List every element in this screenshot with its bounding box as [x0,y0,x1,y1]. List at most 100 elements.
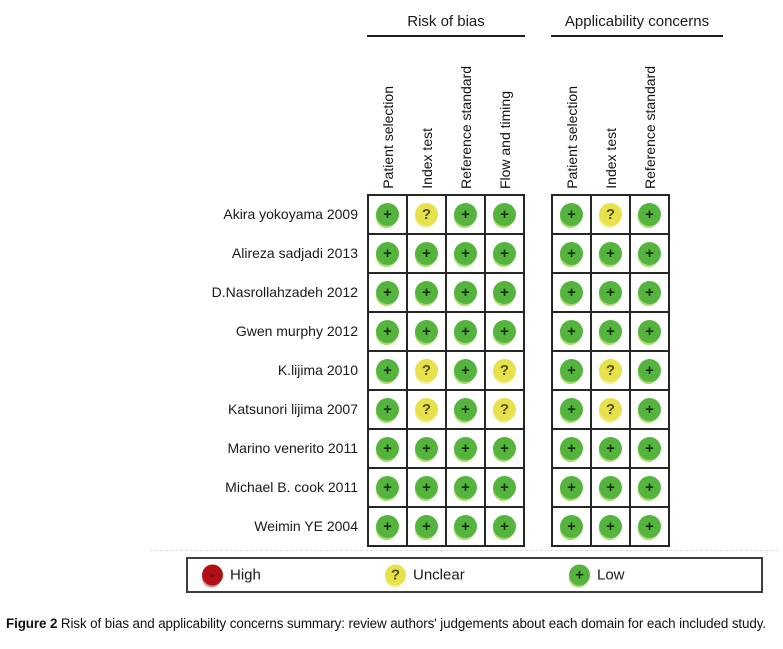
legend-item-high: -High [202,564,261,586]
low-judgement-icon: + [638,398,661,421]
low-judgement-icon: + [376,476,399,499]
low-judgement-icon: + [415,320,438,343]
judgement-cell-low: + [446,273,485,312]
low-judgement-icon: + [376,437,399,460]
judgement-cell-low: + [552,507,591,546]
legend: -High?Unclear+Low [186,557,763,593]
judgement-cell-low: + [368,312,407,351]
judgement-cell-low: + [552,468,591,507]
low-judgement-icon: + [376,398,399,421]
study-label: Michael B. cook 2011 [225,479,358,495]
judgement-cell-low: + [630,273,669,312]
column-header-index-test: Index test [418,128,435,189]
low-judgement-icon: + [599,515,622,538]
low-judgement-icon: + [638,515,661,538]
judgement-cell-low: + [446,429,485,468]
low-judgement-icon: + [493,281,516,304]
low-judgement-icon: + [560,476,583,499]
high-judgement-icon: - [202,564,223,586]
low-judgement-icon: + [454,281,477,304]
judgement-cell-low: + [630,429,669,468]
study-label: D.Nasrollahzadeh 2012 [211,284,358,300]
low-judgement-icon: + [415,281,438,304]
legend-label: High [230,566,261,584]
judgement-cell-low: + [630,507,669,546]
judgement-cell-low: + [446,468,485,507]
judgement-cell-low: + [630,195,669,234]
judgement-cell-low: + [485,195,524,234]
judgement-cell-low: + [552,195,591,234]
judgement-cell-unclear: ? [485,390,524,429]
figure-caption: Figure 2 Risk of bias and applicability … [6,616,781,631]
judgement-cell-low: + [630,234,669,273]
low-judgement-icon: + [493,203,516,226]
judgement-cell-low: + [485,468,524,507]
low-judgement-icon: + [569,564,590,586]
judgement-cell-low: + [591,507,630,546]
low-judgement-icon: + [454,203,477,226]
judgement-cell-low: + [552,312,591,351]
legend-label: Unclear [413,566,465,584]
judgement-cell-low: + [591,273,630,312]
judgement-cell-low: + [485,429,524,468]
low-judgement-icon: + [415,437,438,460]
low-judgement-icon: + [638,281,661,304]
judgement-cell-low: + [630,351,669,390]
unclear-judgement-icon: ? [385,564,406,586]
unclear-judgement-icon: ? [599,398,622,421]
study-label: Weimin YE 2004 [254,518,358,534]
judgement-cell-low: + [407,468,446,507]
judgement-cell-low: + [552,273,591,312]
judgement-cell-low: + [368,507,407,546]
judgement-cell-low: + [368,195,407,234]
judgement-cell-low: + [591,312,630,351]
judgement-cell-low: + [368,468,407,507]
judgement-cell-unclear: ? [407,195,446,234]
judgement-cell-low: + [368,390,407,429]
judgement-cell-low: + [407,507,446,546]
study-label: K.lijima 2010 [277,362,358,378]
judgement-cell-low: + [368,273,407,312]
judgement-cell-low: + [407,429,446,468]
judgement-cell-unclear: ? [407,390,446,429]
low-judgement-icon: + [560,398,583,421]
judgement-cell-low: + [485,273,524,312]
low-judgement-icon: + [376,242,399,265]
judgement-cell-low: + [630,390,669,429]
low-judgement-icon: + [638,320,661,343]
low-judgement-icon: + [454,437,477,460]
column-header-flow-and-timing: Flow and timing [496,90,513,189]
low-judgement-icon: + [638,359,661,382]
risk-of-bias-grid: +?+++++++++++++++?+?+?+?++++++++++++ [367,194,525,547]
judgement-cell-low: + [446,507,485,546]
low-judgement-icon: + [560,203,583,226]
study-label: Alireza sadjadi 2013 [231,245,358,261]
low-judgement-icon: + [560,359,583,382]
low-judgement-icon: + [493,437,516,460]
judgement-cell-low: + [368,351,407,390]
judgement-cell-unclear: ? [407,351,446,390]
study-label: Akira yokoyama 2009 [223,206,358,222]
low-judgement-icon: + [454,242,477,265]
figure-caption-text: Risk of bias and applicability concerns … [57,616,766,631]
judgement-cell-low: + [485,507,524,546]
applicability-grid: +?+++++++++++?++?++++++++++ [551,194,670,547]
low-judgement-icon: + [638,437,661,460]
low-judgement-icon: + [454,398,477,421]
low-judgement-icon: + [560,515,583,538]
low-judgement-icon: + [493,320,516,343]
judgement-cell-low: + [407,273,446,312]
judgement-cell-low: + [368,234,407,273]
low-judgement-icon: + [599,437,622,460]
unclear-judgement-icon: ? [493,398,516,421]
low-judgement-icon: + [493,242,516,265]
judgement-cell-unclear: ? [591,390,630,429]
low-judgement-icon: + [493,476,516,499]
judgement-cell-low: + [446,312,485,351]
low-judgement-icon: + [454,320,477,343]
judgement-cell-low: + [446,351,485,390]
judgement-cell-low: + [552,390,591,429]
low-judgement-icon: + [638,476,661,499]
judgement-cell-low: + [591,468,630,507]
study-label: Gwen murphy 2012 [235,323,358,339]
